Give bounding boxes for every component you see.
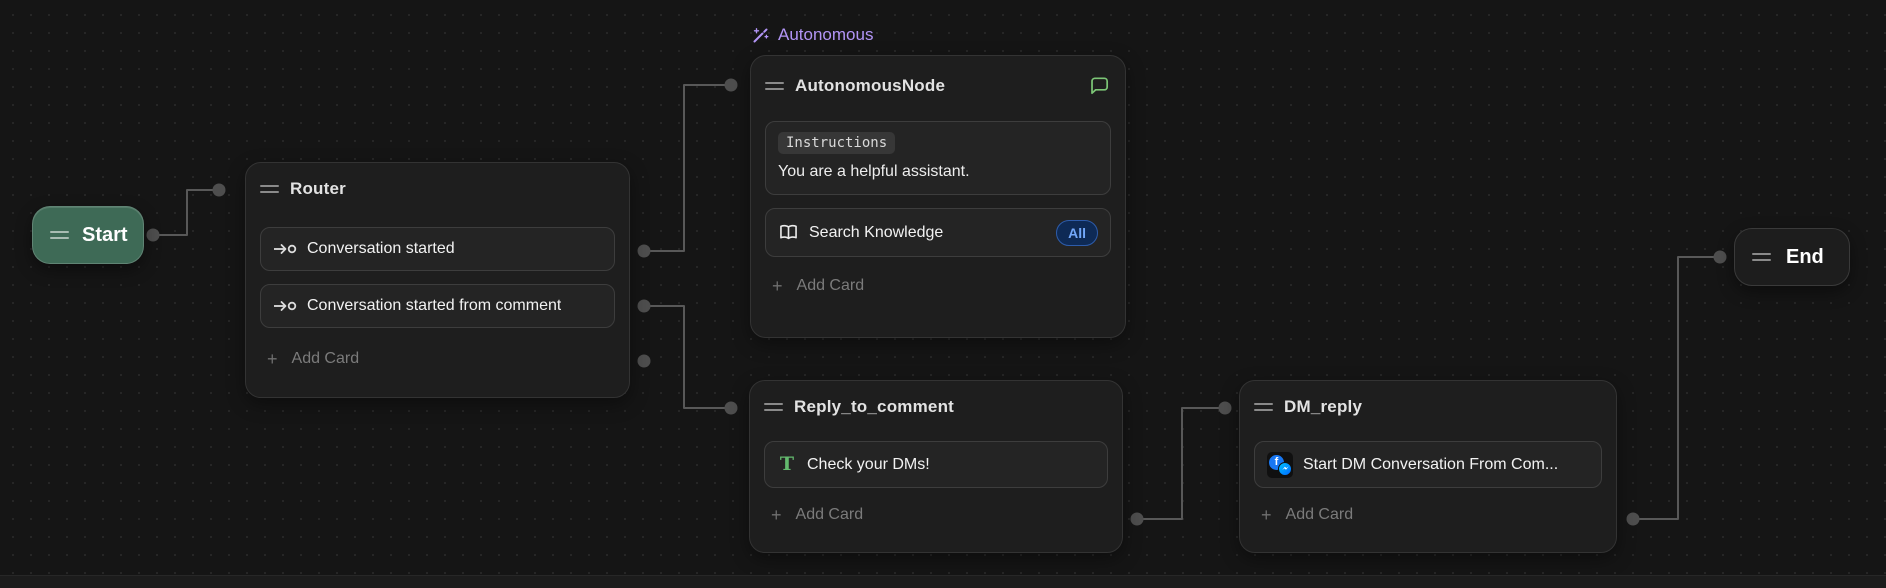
open-book-icon (778, 224, 799, 241)
plus-icon: + (267, 349, 278, 369)
reply-to-comment-input-port[interactable] (724, 401, 738, 415)
router-node-title: Router (290, 179, 346, 198)
drag-handle-icon (1752, 253, 1771, 261)
end-node[interactable]: End (1734, 228, 1850, 286)
drag-handle-icon (260, 185, 279, 193)
facebook-messenger-icon: f (1267, 451, 1293, 478)
card-label: Check your DMs! (807, 455, 930, 473)
text-card-icon: T (779, 453, 795, 475)
autonomous-mode-badge: Autonomous (752, 25, 873, 45)
drag-handle-icon (50, 231, 69, 239)
dm-reply-node[interactable]: DM_reply f Start DM Conversation From Co… (1239, 380, 1617, 553)
card-label: Start DM Conversation From Com... (1303, 455, 1559, 473)
instructions-text: You are a helpful assistant. (778, 163, 970, 180)
text-message-card[interactable]: T Check your DMs! (764, 441, 1108, 488)
router-output-2-port[interactable] (637, 299, 651, 313)
card-label: Conversation started (307, 240, 455, 257)
dm-reply-output-port[interactable] (1626, 512, 1640, 526)
dm-reply-input-port[interactable] (1218, 401, 1232, 415)
autonomous-node-header: AutonomousNode (765, 74, 1111, 97)
router-node-header: Router (260, 179, 615, 199)
edge-dm-to-end (1633, 256, 1720, 520)
instructions-card[interactable]: Instructions You are a helpful assistant… (765, 121, 1111, 195)
chat-bubble-icon[interactable] (1088, 74, 1111, 97)
plus-icon: + (1261, 505, 1272, 525)
trigger-arrow-icon (273, 300, 297, 312)
add-card-label: Add Card (796, 277, 865, 294)
add-card-label: Add Card (1285, 506, 1354, 523)
dm-node-title: DM_reply (1284, 397, 1363, 416)
autonomous-node[interactable]: AutonomousNode Instructions You are a he… (750, 55, 1126, 338)
add-card-label: Add Card (291, 350, 360, 367)
drag-handle-icon (1254, 403, 1273, 411)
reply-node-header: Reply_to_comment (764, 397, 1108, 417)
add-card-label: Add Card (795, 506, 864, 523)
reply-node-title: Reply_to_comment (794, 397, 955, 416)
router-input-port[interactable] (212, 183, 226, 197)
messenger-bolt-icon (1278, 461, 1292, 476)
dm-add-card-button[interactable]: + Add Card (1254, 506, 1602, 524)
router-output-3-port[interactable] (637, 354, 651, 368)
dm-node-header: DM_reply (1254, 397, 1602, 417)
reply-to-comment-output-port[interactable] (1130, 512, 1144, 526)
reply-to-comment-node[interactable]: Reply_to_comment T Check your DMs! + Add… (749, 380, 1123, 553)
autonomous-node-title: AutonomousNode (795, 75, 946, 95)
drag-handle-icon (764, 403, 783, 411)
autonomous-add-card-button[interactable]: + Add Card (765, 277, 1111, 295)
router-node[interactable]: Router Conversation started Conversation… (245, 162, 630, 398)
drag-handle-icon (765, 81, 784, 90)
plus-icon: + (771, 505, 782, 525)
knowledge-scope-badge[interactable]: All (1056, 219, 1098, 246)
search-knowledge-card[interactable]: Search Knowledge All (765, 208, 1111, 257)
end-input-port[interactable] (1713, 250, 1727, 264)
card-label: Conversation started from comment (307, 297, 562, 314)
router-card-conversation-started[interactable]: Conversation started (260, 227, 615, 271)
router-add-card-button[interactable]: + Add Card (260, 350, 615, 368)
start-output-port[interactable] (146, 228, 160, 242)
autonomous-mode-label: Autonomous (778, 25, 874, 44)
edge-reply-to-dm (1137, 407, 1225, 520)
router-output-1-port[interactable] (637, 244, 651, 258)
end-node-label: End (1786, 245, 1824, 268)
magic-wand-icon (752, 26, 770, 44)
edge-start-to-router (153, 189, 219, 236)
card-label: Search Knowledge (809, 223, 944, 241)
start-node-label: Start (82, 223, 128, 246)
edge-router-to-reply (644, 305, 731, 409)
instructions-field-label: Instructions (778, 132, 896, 154)
edge-router-to-autonomous (644, 84, 731, 252)
messenger-action-card[interactable]: f Start DM Conversation From Com... (1254, 441, 1602, 488)
autonomous-input-port[interactable] (724, 78, 738, 92)
reply-add-card-button[interactable]: + Add Card (764, 506, 1108, 524)
trigger-arrow-icon (273, 243, 297, 255)
start-node[interactable]: Start (32, 206, 144, 264)
router-card-conversation-started-from-comment[interactable]: Conversation started from comment (260, 284, 615, 328)
bottom-panel-edge (0, 575, 1886, 588)
plus-icon: + (772, 276, 783, 296)
